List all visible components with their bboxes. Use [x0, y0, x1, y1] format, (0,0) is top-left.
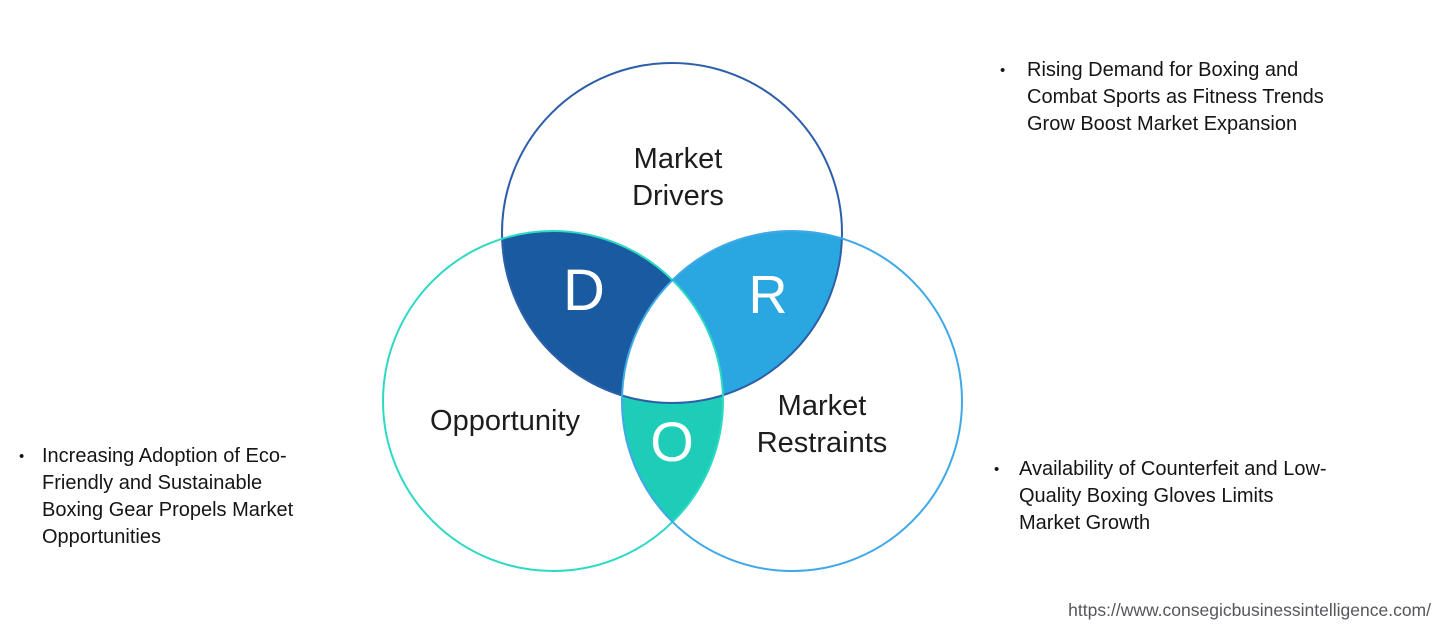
bullet-drivers-line3: Grow Boost Market Expansion	[1027, 113, 1298, 135]
opportunity-circle-outline	[382, 230, 724, 572]
bullet-drivers-line2: Combat Sports as Fitness Trends	[1027, 86, 1324, 108]
restraints-circle-outline	[621, 230, 963, 572]
opportunity-label-line1: Opportunity	[430, 405, 580, 437]
bullet-restraints-line2: Quality Boxing Gloves Limits	[1019, 485, 1274, 507]
market-drivers-label-line2: Drivers	[632, 180, 724, 212]
bullet-restraints-text: Availability of Counterfeit and Low- Qua…	[1019, 456, 1327, 537]
footer-url: https://www.consegicbusinessintelligence…	[1068, 600, 1431, 620]
bullet-opportunity: • Increasing Adoption of Eco- Friendly a…	[19, 443, 293, 551]
market-drivers-label: Market Drivers	[578, 141, 778, 215]
bullet-restraints-line3: Market Growth	[1019, 512, 1151, 534]
bullet-restraints: • Availability of Counterfeit and Low- Q…	[994, 456, 1327, 537]
drivers-circle-outline	[501, 62, 843, 404]
market-restraints-label-line1: Market	[777, 390, 867, 422]
bullet-drivers-line1: Rising Demand for Boxing and	[1027, 59, 1299, 81]
market-restraints-label: Market Restraints	[722, 388, 922, 462]
letter-d: D	[563, 258, 605, 323]
bullet-opportunity-line4: Opportunities	[42, 526, 161, 548]
opportunity-label: Opportunity	[405, 403, 605, 440]
intersection-o-region	[383, 231, 723, 571]
bullet-opportunity-line3: Boxing Gear Propels Market	[42, 499, 294, 521]
letter-r: R	[748, 265, 788, 325]
bullet-restraints-line1: Availability of Counterfeit and Low-	[1019, 458, 1327, 480]
bullet-marker-icon: •	[1000, 62, 1006, 79]
market-drivers-label-line1: Market	[633, 143, 723, 175]
bullet-opportunity-line2: Friendly and Sustainable	[42, 472, 263, 494]
bullet-drivers-text: Rising Demand for Boxing and Combat Spor…	[1027, 57, 1324, 138]
bullet-opportunity-line1: Increasing Adoption of Eco-	[42, 445, 287, 467]
bullet-marker-icon: •	[994, 461, 1000, 478]
bullet-opportunity-text: Increasing Adoption of Eco- Friendly and…	[42, 443, 293, 551]
bullet-marker-icon: •	[19, 448, 25, 465]
letter-o: O	[650, 410, 694, 473]
bullet-drivers: • Rising Demand for Boxing and Combat Sp…	[1000, 57, 1324, 138]
market-restraints-label-line2: Restraints	[756, 427, 888, 459]
